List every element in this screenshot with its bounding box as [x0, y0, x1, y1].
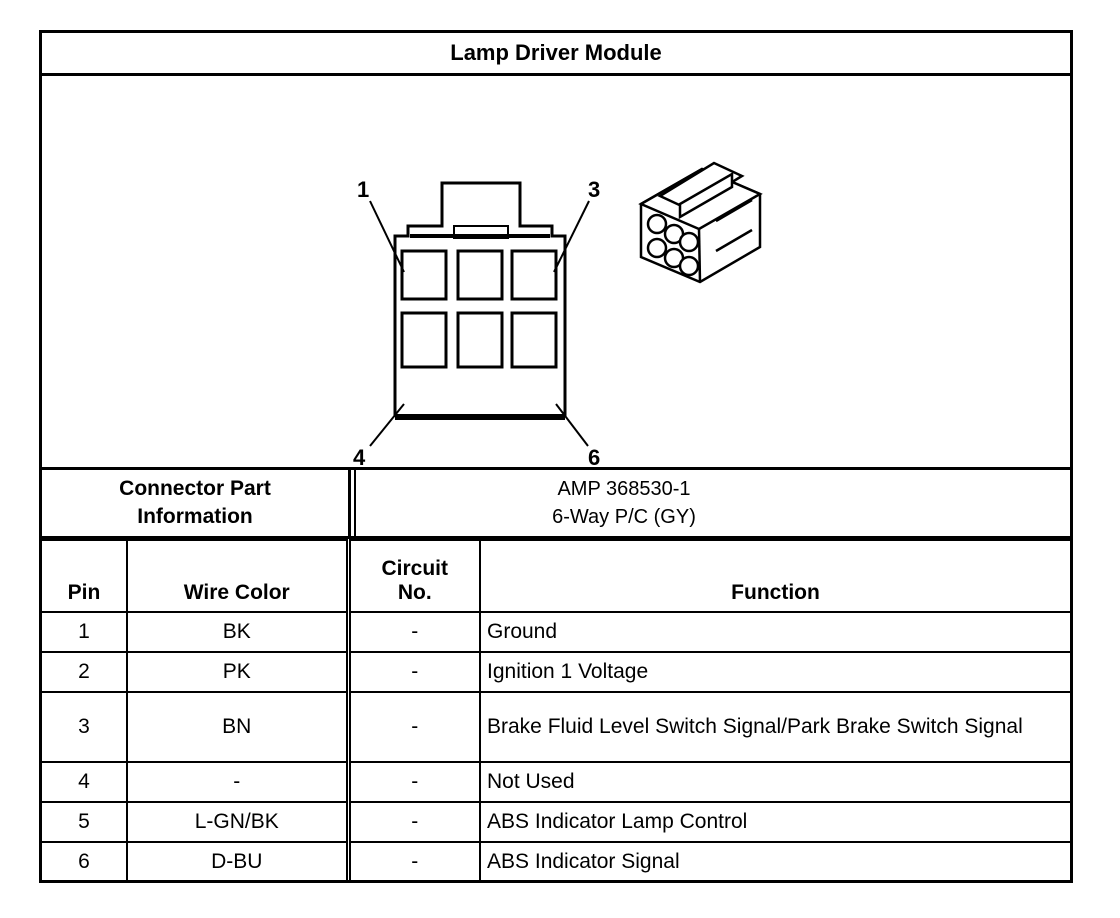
pin-header: Pin [42, 539, 128, 613]
function-cell: Ground [479, 611, 1070, 653]
connector-part-label: Connector Part Information [42, 470, 356, 536]
circuit-cell: - [345, 761, 481, 803]
circuit-cell: - [345, 651, 481, 693]
circuit-header-line1: Circuit [381, 557, 448, 580]
pin-cell: 5 [42, 801, 128, 843]
callout-pin-1: 1 [357, 177, 369, 202]
wire-color-cell: D-BU [126, 841, 349, 881]
table-row: 5 L-GN/BK - ABS Indicator Lamp Control [42, 801, 1070, 843]
connector-part-row: Connector Part Information AMP 368530-1 … [42, 470, 1070, 539]
connector-figure: 1 3 4 6 [42, 76, 1070, 470]
cavity-3 [510, 249, 558, 301]
function-cell: Not Used [479, 761, 1070, 803]
wire-color-cell: BK [126, 611, 349, 653]
pinout-table: Pin Wire Color Circuit No. Function 1 BK… [42, 539, 1070, 881]
table-row: 4 - - Not Used [42, 761, 1070, 803]
cavity-5 [456, 311, 504, 369]
wire-color-cell: BN [126, 691, 349, 763]
circuit-header: Circuit No. [345, 539, 481, 613]
connector-part-info: AMP 368530-1 6-Way P/C (GY) [358, 470, 1070, 536]
cavity-1 [400, 249, 448, 301]
function-cell: Ignition 1 Voltage [479, 651, 1070, 693]
wire-color-cell: L-GN/BK [126, 801, 349, 843]
pin-cell: 6 [42, 841, 128, 881]
pin-cell: 4 [42, 761, 128, 803]
connector-label-line1: Connector Part [119, 477, 271, 500]
table-header-row: Pin Wire Color Circuit No. Function [42, 539, 1070, 613]
connector-description: 6-Way P/C (GY) [552, 506, 696, 528]
circuit-cell: - [345, 611, 481, 653]
pin-callouts: 1 3 4 6 [353, 177, 600, 467]
wire-color-header: Wire Color [126, 539, 349, 613]
table-row: 6 D-BU - ABS Indicator Signal [42, 841, 1070, 881]
function-header: Function [479, 539, 1070, 613]
connector-face-outline [393, 181, 567, 420]
function-cell: ABS Indicator Lamp Control [479, 801, 1070, 843]
sheet-title: Lamp Driver Module [42, 33, 1070, 76]
part-number: AMP 368530-1 [557, 478, 691, 500]
table-row: 3 BN - Brake Fluid Level Switch Signal/P… [42, 691, 1070, 763]
cavity-2 [456, 249, 504, 301]
callout-pin-4: 4 [353, 445, 366, 467]
callout-pin-6: 6 [588, 445, 600, 467]
connector-face-diagram: 1 3 4 6 [353, 161, 763, 467]
connector-cavities [400, 249, 558, 369]
circuit-cell: - [345, 691, 481, 763]
callout-pin-3: 3 [588, 177, 600, 202]
table-row: 1 BK - Ground [42, 611, 1070, 653]
table-row: 2 PK - Ignition 1 Voltage [42, 651, 1070, 693]
pin-cell: 2 [42, 651, 128, 693]
circuit-cell: - [345, 841, 481, 881]
function-cell: ABS Indicator Signal [479, 841, 1070, 881]
pin-leader-lines [369, 200, 590, 447]
circuit-cell: - [345, 801, 481, 843]
cavity-4 [400, 311, 448, 369]
circuit-header-line2: No. [397, 581, 432, 604]
pin-cell: 3 [42, 691, 128, 763]
function-cell: Brake Fluid Level Switch Signal/Park Bra… [479, 691, 1070, 763]
connector-3d-icon [638, 161, 763, 284]
pin-cell: 1 [42, 611, 128, 653]
connector-label-line2: Information [137, 505, 253, 528]
wire-color-cell: - [126, 761, 349, 803]
cavity-6 [510, 311, 558, 369]
wire-color-cell: PK [126, 651, 349, 693]
connector-sheet: Lamp Driver Module [39, 30, 1073, 883]
